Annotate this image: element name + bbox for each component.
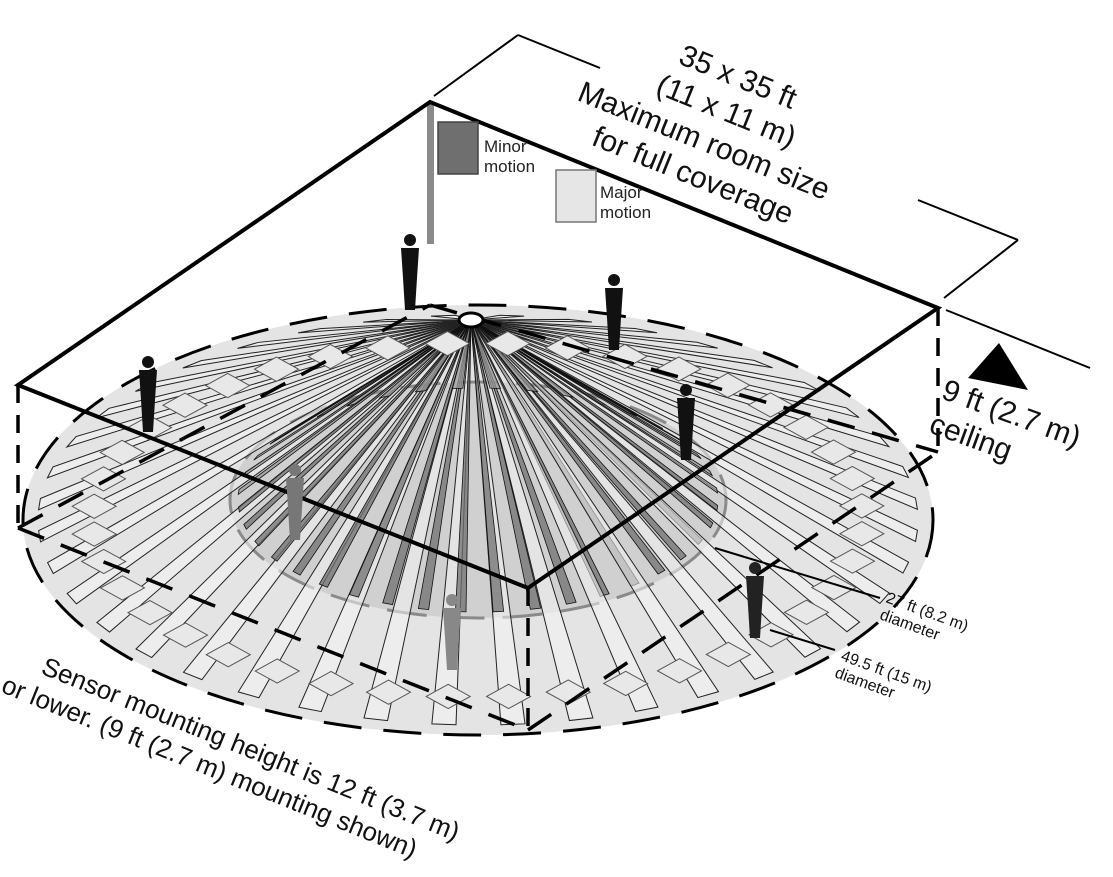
people-silhouettes xyxy=(139,234,764,670)
room-size-dimension xyxy=(433,34,1019,299)
detection-square xyxy=(656,658,703,684)
minor-beam xyxy=(470,319,702,460)
major-beam xyxy=(470,319,775,680)
detection-square xyxy=(704,372,751,398)
detection-square xyxy=(204,372,251,399)
minor-beam xyxy=(470,319,539,393)
minor-beam xyxy=(382,319,472,606)
minor-beam xyxy=(470,319,574,398)
detection-square xyxy=(71,493,118,519)
person-silhouette xyxy=(677,384,695,460)
detection-square xyxy=(253,356,300,382)
minor-beam xyxy=(470,319,577,605)
inner-diameter-label: 27 ft (8.2 m) diameter xyxy=(877,590,970,644)
person-silhouette xyxy=(605,274,623,350)
detection-square xyxy=(162,622,209,648)
detection-square xyxy=(544,335,591,361)
person-silhouette xyxy=(286,464,304,540)
minor-beam xyxy=(470,319,714,529)
legend-minor-label-2: motion xyxy=(484,157,535,176)
person-silhouette xyxy=(746,562,764,638)
person-silhouette xyxy=(443,594,461,670)
major-beam xyxy=(46,319,472,575)
person-silhouette xyxy=(401,234,419,310)
minor-beam xyxy=(238,319,472,513)
major-beam xyxy=(470,319,659,712)
detection-square xyxy=(161,392,209,418)
detection-square xyxy=(307,670,355,697)
detection-square xyxy=(425,683,472,710)
room-ceiling-outline xyxy=(13,99,943,591)
detection-square xyxy=(829,548,876,574)
detection-square xyxy=(747,622,795,648)
detection-square xyxy=(829,465,876,492)
minor-beam xyxy=(451,319,472,390)
detection-square xyxy=(365,679,412,705)
detection-square xyxy=(71,521,118,547)
detection-square xyxy=(99,439,146,466)
major-beam xyxy=(470,319,720,699)
minor-beam xyxy=(237,319,472,496)
back-corner-post xyxy=(427,102,434,244)
detection-square xyxy=(810,439,857,465)
ceiling-label: 9 ft (2.7 m) ceiling xyxy=(925,374,1085,468)
legend-major-label-2: motion xyxy=(600,203,651,222)
legend-major-swatch xyxy=(555,169,597,223)
major-beam xyxy=(237,319,472,349)
major-beam xyxy=(363,319,472,722)
minor-beam xyxy=(417,319,472,611)
detection-square xyxy=(783,414,830,441)
legend-minor-swatch xyxy=(437,121,479,175)
major-beam xyxy=(470,319,594,722)
ceiling-arrow-icon xyxy=(968,343,1028,390)
detection-square xyxy=(705,641,752,668)
minor-beam xyxy=(254,319,472,547)
major-beam xyxy=(470,319,718,349)
room-vertical-edges xyxy=(16,308,940,730)
detection-square xyxy=(484,330,531,357)
inner-diameter-leader xyxy=(714,547,881,599)
minor-beam xyxy=(290,319,472,431)
legend-minor-label: Minor xyxy=(484,137,527,156)
detection-square xyxy=(364,335,411,361)
major-beam xyxy=(470,319,919,543)
ceiling-dimension xyxy=(945,309,1091,369)
detection-square xyxy=(205,642,252,668)
detection-square xyxy=(424,330,471,357)
outer-diameter-label: 49.5 ft (15 m) diameter xyxy=(832,648,933,702)
major-beam xyxy=(363,318,472,323)
detection-square xyxy=(80,466,127,492)
detection-square xyxy=(655,356,702,382)
detection-zone-marks xyxy=(71,330,885,710)
detection-square xyxy=(602,670,649,697)
minor-beam xyxy=(470,319,666,575)
detection-square xyxy=(747,392,794,418)
detection-square xyxy=(254,658,301,684)
minor-beam xyxy=(470,319,714,477)
person-silhouette xyxy=(139,356,157,432)
legend-major-label: Major xyxy=(600,183,643,202)
detection-square xyxy=(485,683,532,710)
major-beam xyxy=(182,319,472,369)
outer-diameter-leader xyxy=(769,629,836,651)
major-beam xyxy=(37,319,472,511)
detection-square xyxy=(99,575,146,601)
detection-square xyxy=(838,521,885,547)
detection-square xyxy=(783,599,830,625)
minor-beam xyxy=(470,319,542,610)
minor-beam xyxy=(470,319,719,494)
major-beam xyxy=(470,318,593,323)
minor-beam xyxy=(470,319,502,389)
ceiling-sensor xyxy=(457,311,485,329)
minor-beam xyxy=(270,319,472,562)
room-floor-outline xyxy=(17,303,939,732)
detection-square xyxy=(126,599,173,626)
major-beam xyxy=(470,319,822,658)
detection-square xyxy=(545,679,592,705)
legend: Minor motion Major motion xyxy=(437,121,651,223)
major-beam xyxy=(470,319,861,633)
minor-beam xyxy=(470,319,505,613)
